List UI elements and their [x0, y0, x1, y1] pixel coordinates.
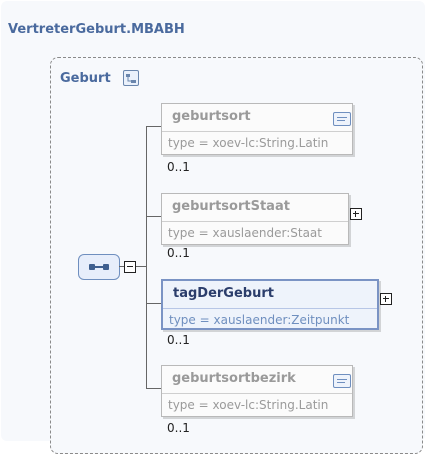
connector-seq-toggle: [119, 266, 125, 267]
element-name: tagDerGeburt: [173, 286, 274, 301]
element-name: geburtsortbezirk: [172, 371, 296, 386]
element-geburtsortStaat[interactable]: geburtsortStaat type = xauslaender:Staat: [161, 193, 349, 245]
collapse-toggle[interactable]: [124, 261, 136, 273]
tree-trunk: [146, 126, 147, 389]
branch-geburtsort: [146, 126, 161, 127]
branch-geburtsortStaat: [146, 216, 161, 217]
outer-title: VertreterGeburt.MBABH: [8, 22, 185, 37]
connector-to-trunk: [136, 266, 147, 267]
branch-tagDerGeburt: [146, 303, 161, 304]
element-tagDerGeburt[interactable]: tagDerGeburt type = xauslaender:Zeitpunk…: [161, 279, 379, 330]
divider: [162, 131, 352, 132]
divider: [162, 221, 348, 222]
branch-geburtsortbezirk: [146, 388, 161, 389]
complex-type-icon: [123, 70, 139, 86]
element-geburtsort[interactable]: geburtsort type = xoev-lc:String.Latin: [161, 103, 353, 155]
cardinality: 0..1: [167, 160, 190, 174]
divider: [163, 308, 377, 309]
expand-toggle[interactable]: [350, 208, 362, 220]
element-name: geburtsortStaat: [172, 199, 290, 214]
cardinality: 0..1: [167, 333, 190, 347]
element-type: type = xoev-lc:String.Latin: [168, 398, 329, 412]
sequence-icon: [89, 264, 109, 270]
documentation-icon: [333, 112, 351, 126]
element-type: type = xauslaender:Staat: [168, 226, 322, 240]
sequence-compositor[interactable]: [78, 254, 120, 280]
element-type: type = xoev-lc:String.Latin: [168, 136, 329, 150]
element-type: type = xauslaender:Zeitpunkt: [169, 313, 350, 327]
cardinality: 0..1: [167, 246, 190, 260]
element-geburtsortbezirk[interactable]: geburtsortbezirk type = xoev-lc:String.L…: [161, 365, 353, 417]
group-title: Geburt: [60, 71, 111, 86]
documentation-icon: [333, 374, 351, 388]
divider: [162, 393, 352, 394]
expand-toggle[interactable]: [380, 293, 392, 305]
cardinality: 0..1: [167, 421, 190, 435]
element-name: geburtsort: [172, 109, 251, 124]
